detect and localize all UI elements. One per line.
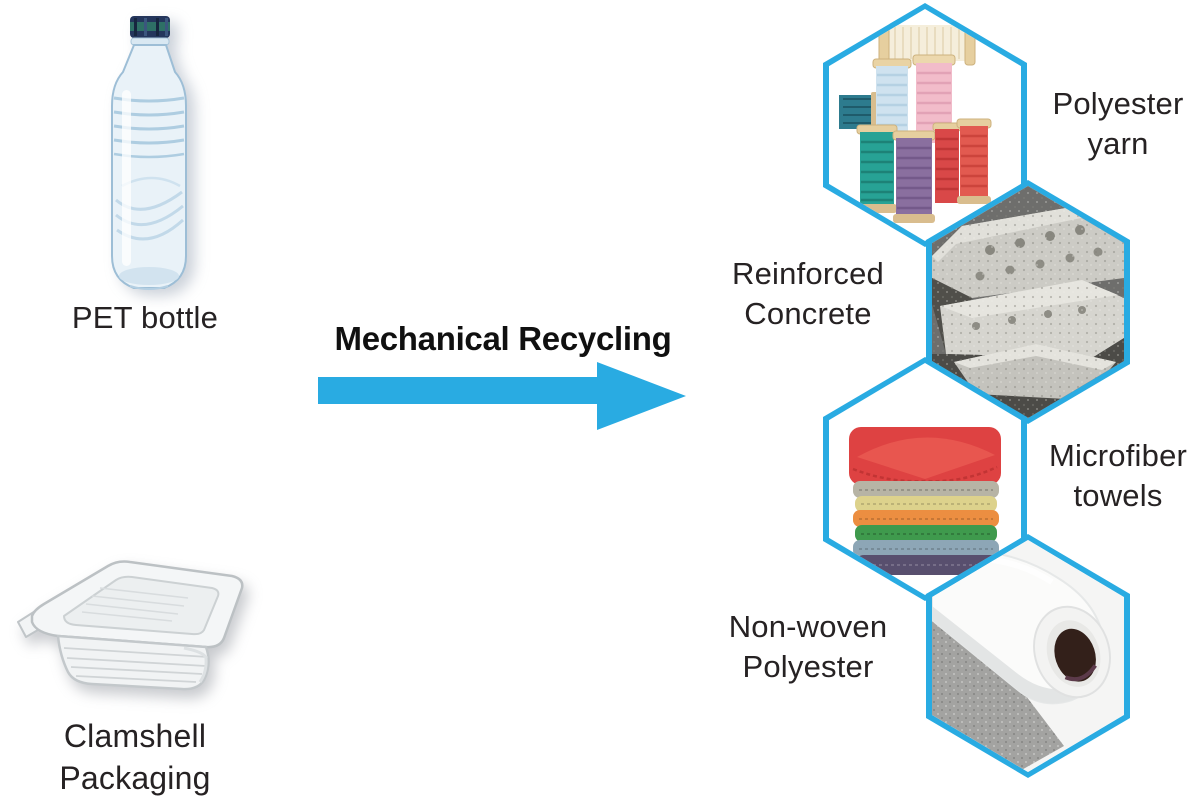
- pet-bottle-icon: [111, 16, 187, 290]
- non-woven-polyester-label: Non-woven Polyester: [728, 609, 888, 685]
- microfiber-towels-photo: [829, 363, 1021, 595]
- microfiber-towels-label: Microfiber towels: [1048, 438, 1188, 514]
- polyester-yarn-label: Polyester yarn: [1052, 86, 1184, 162]
- nonwoven-roll-photo: [932, 540, 1124, 772]
- hexagon-non-woven-polyester: [926, 534, 1130, 778]
- hexagon-polyester-yarn: [823, 3, 1027, 247]
- process-label: Mechanical Recycling: [334, 320, 672, 357]
- hexagon-microfiber-towels: [823, 357, 1027, 601]
- right-arrow-icon: [318, 362, 686, 430]
- yarn-spools-photo: [829, 9, 1021, 241]
- nonwoven-roll-icon: [932, 540, 1124, 772]
- yarn-spools-icon: [839, 20, 992, 223]
- clamshell-packaging-label: Clamshell Packaging: [59, 718, 211, 796]
- pet-bottle-photo: [82, 10, 216, 294]
- microfiber-towels-icon: [849, 427, 1001, 575]
- clamshell-container-photo: [8, 536, 258, 708]
- clamshell-container-icon: [17, 560, 244, 691]
- reinforced-concrete-label: Reinforced Concrete: [732, 256, 884, 332]
- pet-bottle-label: PET bottle: [71, 300, 219, 335]
